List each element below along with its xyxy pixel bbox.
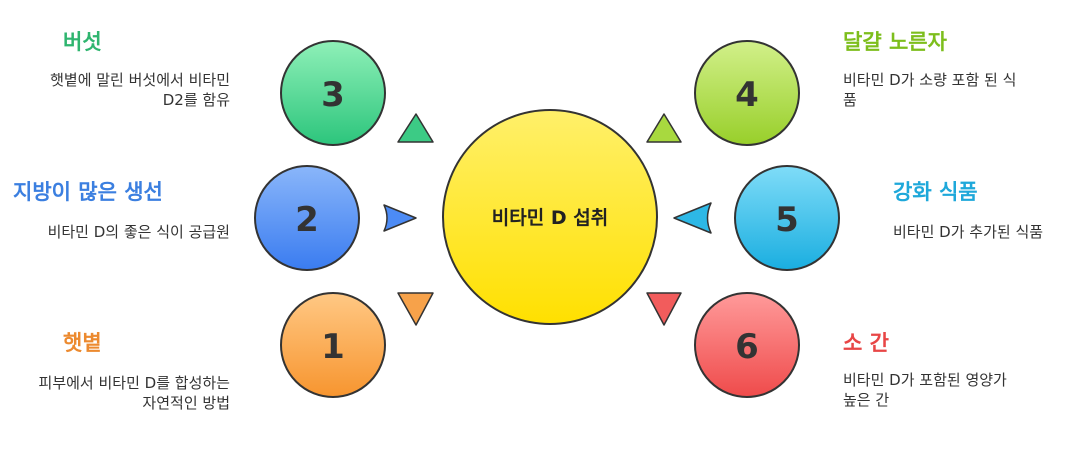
arrow-2 — [383, 204, 417, 232]
circle-3 — [280, 40, 386, 146]
desc-fortified-food: 비타민 D가 추가된 식품 — [893, 223, 1044, 241]
center-label: 비타민 D 섭취 — [492, 207, 608, 229]
circle-2-number: 2 — [295, 200, 319, 240]
circle-4 — [694, 40, 800, 146]
arrow-1 — [397, 292, 434, 326]
arrow-4 — [646, 113, 682, 143]
center-circle — [442, 109, 658, 325]
desc-fatty-fish: 비타민 D의 좋은 식이 공급원 — [47, 223, 230, 241]
circle-6 — [694, 292, 800, 398]
title-mushroom: 버섯 — [63, 30, 102, 54]
desc-beef-liver: 비타민 D가 포함된 영양가 높은 간 — [843, 371, 1007, 409]
circle-4-number: 4 — [735, 75, 759, 115]
desc-sunlight: 피부에서 비타민 D를 합성하는 자연적인 방법 — [38, 374, 230, 412]
desc-mushroom: 햇볕에 말린 버섯에서 비타민 D2를 함유 — [50, 71, 230, 109]
circle-5 — [734, 165, 840, 271]
title-fatty-fish: 지방이 많은 생선 — [13, 180, 163, 204]
desc-egg-yolk: 비타민 D가 소량 포함 된 식품 — [843, 71, 1017, 109]
circle-3-number: 3 — [321, 75, 345, 115]
circle-1 — [280, 292, 386, 398]
circle-5-number: 5 — [775, 200, 799, 240]
arrow-5 — [673, 202, 712, 234]
circle-6-number: 6 — [735, 327, 759, 367]
title-egg-yolk: 달걀 노른자 — [843, 30, 947, 54]
circle-1-number: 1 — [321, 327, 345, 367]
arrow-3 — [397, 113, 434, 143]
title-sunlight: 햇볕 — [63, 331, 102, 355]
title-fortified-food: 강화 식품 — [893, 180, 978, 204]
arrow-6 — [646, 292, 682, 326]
circle-2 — [254, 165, 360, 271]
title-beef-liver: 소 간 — [843, 331, 889, 355]
